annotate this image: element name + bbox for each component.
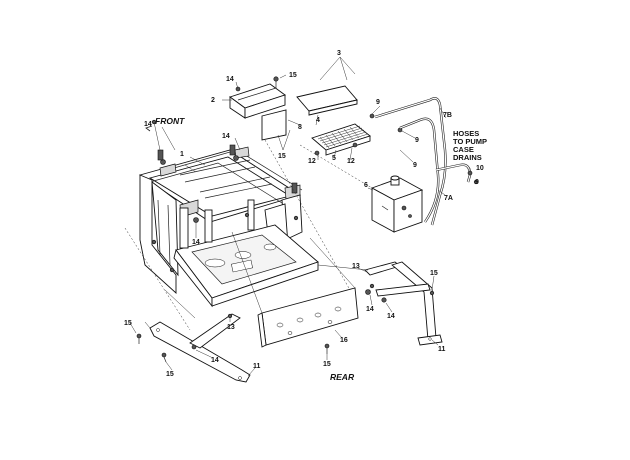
callout-14b: 14 <box>144 121 152 128</box>
callout-14a: 14 <box>226 76 234 83</box>
callout-2: 2 <box>211 97 215 104</box>
hydraulic-reservoir <box>370 175 424 233</box>
callout-4: 4 <box>316 117 320 124</box>
callout-14e: 14 <box>211 357 219 364</box>
rear-label: REAR <box>330 372 355 382</box>
callout-14g: 14 <box>387 313 395 320</box>
front-arrow-icon <box>145 125 153 132</box>
bracket-assembly <box>229 76 287 141</box>
callout-9a: 9 <box>376 99 380 106</box>
callout-11b: 11 <box>438 346 446 353</box>
hoses-note-line1: HOSES <box>453 129 479 138</box>
oil-cooler-assembly <box>296 85 403 156</box>
callout-15f: 15 <box>430 270 438 277</box>
callout-14c: 14 <box>222 133 230 140</box>
callout-9d: 9 <box>475 179 479 186</box>
callout-numbers: 1 2 3 4 5 6 7A 7B 8 9 9 9 9 10 11 11 12 … <box>124 50 484 378</box>
callout-15d: 15 <box>166 371 174 378</box>
main-frame <box>138 144 319 308</box>
callout-9c: 9 <box>413 162 417 169</box>
callout-9b: 9 <box>415 137 419 144</box>
callout-15c: 15 <box>124 320 132 327</box>
left-mount-strap <box>149 313 251 383</box>
callout-7b: 7B <box>443 112 452 119</box>
callout-12b: 12 <box>347 158 355 165</box>
callout-16: 16 <box>340 337 348 344</box>
callout-11a: 11 <box>253 363 261 370</box>
front-label: FRONT <box>155 116 185 126</box>
fasteners <box>136 119 375 363</box>
callout-5: 5 <box>332 155 336 162</box>
text-labels: FRONT REAR HOSES TO PUMP CASE DRAINS <box>145 116 487 382</box>
leader-lines <box>124 56 471 377</box>
callout-12a: 12 <box>308 158 316 165</box>
callout-15b: 15 <box>278 153 286 160</box>
callout-3: 3 <box>337 50 341 57</box>
callout-8: 8 <box>298 124 302 131</box>
callout-1: 1 <box>180 151 184 158</box>
hoses-note-line3: CASE <box>453 145 474 154</box>
callout-13a: 13 <box>227 324 235 331</box>
hoses-note-line4: DRAINS <box>453 153 482 162</box>
callout-7a: 7A <box>444 195 453 202</box>
right-mount-strap <box>364 261 443 346</box>
callout-10: 10 <box>476 165 484 172</box>
hoses-note-line2: TO PUMP <box>453 137 487 146</box>
callout-13b: 13 <box>352 263 360 270</box>
callout-14d: 14 <box>192 239 200 246</box>
rear-panel <box>257 287 359 348</box>
callout-6: 6 <box>364 182 368 189</box>
hoses <box>374 97 479 226</box>
callout-15a: 15 <box>289 72 297 79</box>
callout-15e: 15 <box>323 361 331 368</box>
callout-14f: 14 <box>366 306 374 313</box>
